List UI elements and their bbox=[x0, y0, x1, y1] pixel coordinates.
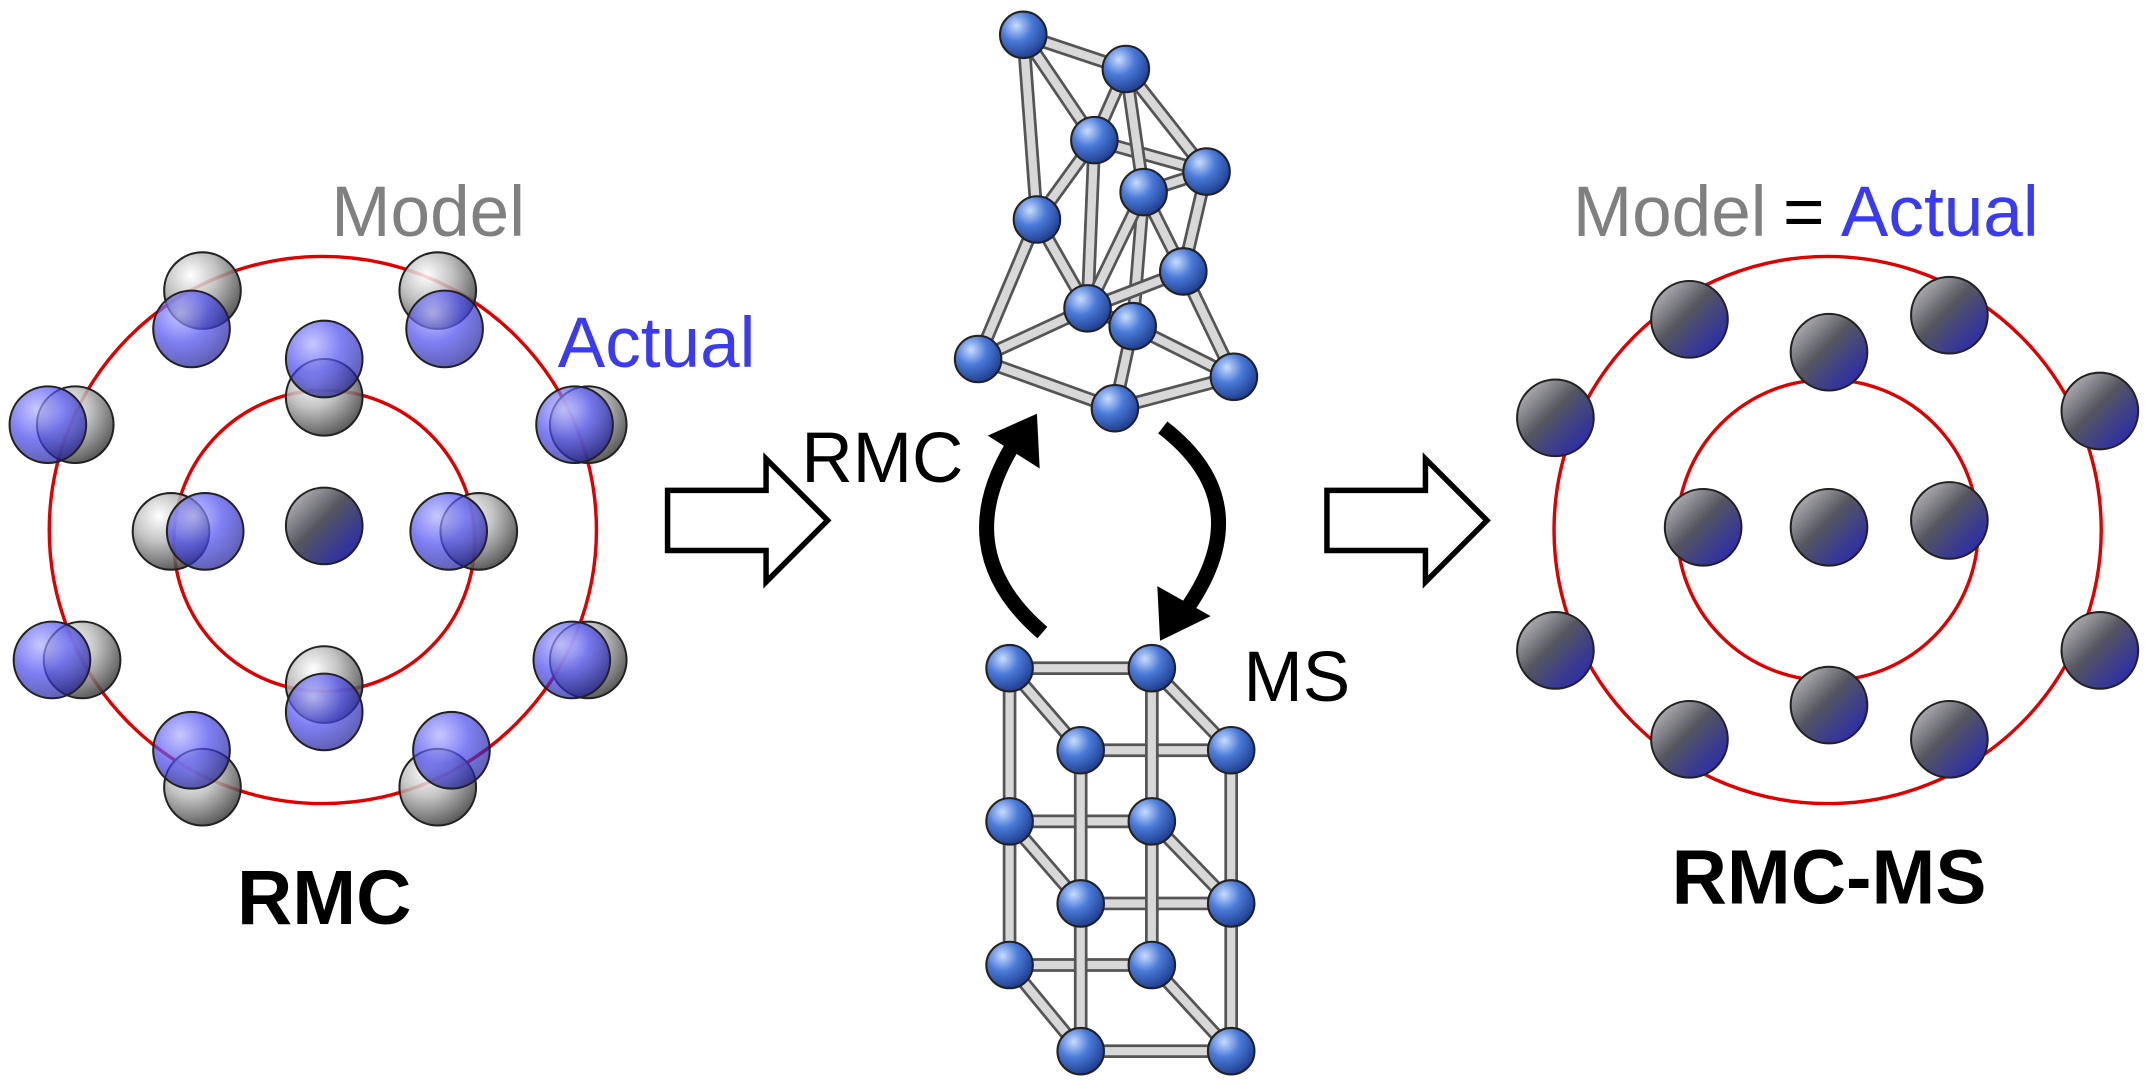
lattice-atom bbox=[1127, 940, 1177, 990]
bond-highlight bbox=[974, 215, 1042, 364]
actual-atom bbox=[165, 492, 245, 571]
lattice-atom bbox=[1070, 115, 1119, 165]
lattice-atom bbox=[1056, 879, 1105, 928]
middle-panel: RMC MS bbox=[801, 10, 1351, 1076]
model-label: Model bbox=[1573, 173, 1767, 252]
lattice-atom bbox=[1056, 725, 1105, 775]
lattice-atom bbox=[1012, 195, 1062, 244]
atom-pairs bbox=[8, 251, 628, 827]
actual-atom bbox=[8, 385, 88, 464]
ms-step-label: MS bbox=[1244, 638, 1351, 717]
equals-sign: = bbox=[1783, 173, 1825, 252]
actual-atom bbox=[284, 319, 364, 399]
atom bbox=[1650, 280, 1729, 359]
atom bbox=[1789, 487, 1869, 567]
center-atom bbox=[284, 486, 364, 566]
atom bbox=[2060, 611, 2140, 690]
right-arrow-icon bbox=[664, 452, 832, 589]
lattice-atom bbox=[985, 940, 1034, 990]
outer-shell-circle bbox=[47, 254, 599, 806]
lattice-atom bbox=[1206, 1026, 1256, 1076]
lattice-atom bbox=[953, 334, 1003, 384]
atom bbox=[1910, 699, 1989, 779]
disordered-structure bbox=[953, 10, 1259, 433]
atom bbox=[1516, 378, 1595, 458]
outer-shell-circle bbox=[1552, 254, 2103, 806]
atom bbox=[1789, 665, 1869, 745]
left-panel: Model Actual RMC bbox=[8, 173, 756, 941]
atom bbox=[1650, 699, 1729, 779]
lattice-atom bbox=[1108, 301, 1157, 351]
model-label: Model bbox=[331, 173, 525, 252]
actual-atom bbox=[412, 710, 491, 790]
lattice-atom bbox=[1101, 44, 1151, 94]
cycle-arrow-icon bbox=[979, 413, 1227, 641]
atom bbox=[1789, 312, 1869, 392]
bond-highlight bbox=[1083, 136, 1099, 313]
lattice-atom bbox=[1119, 167, 1168, 217]
actual-atom bbox=[12, 620, 92, 700]
atom bbox=[1910, 275, 1989, 355]
model-equals-actual-label: Model=Actual bbox=[1573, 173, 2039, 252]
actual-label: Actual bbox=[558, 304, 756, 383]
actual-atom bbox=[535, 385, 614, 464]
lattice-atom bbox=[985, 797, 1034, 846]
actual-atom bbox=[152, 289, 231, 369]
atom bbox=[2060, 371, 2140, 451]
lattice-atom bbox=[1206, 879, 1256, 928]
actual-atom bbox=[409, 492, 489, 571]
actual-atom bbox=[405, 289, 484, 369]
lattice-atom bbox=[998, 10, 1048, 60]
lattice-atom bbox=[1182, 147, 1231, 196]
rmc-step-label: RMC bbox=[801, 419, 963, 498]
matched-atoms bbox=[1516, 275, 2140, 779]
lattice-atom bbox=[1127, 643, 1177, 693]
crystalline-structure bbox=[985, 643, 1256, 1076]
bond-highlight bbox=[1019, 30, 1042, 224]
lattice-atom bbox=[1063, 284, 1112, 333]
lattice-atom bbox=[985, 643, 1034, 693]
right-arrow-icon bbox=[1324, 452, 1491, 589]
lattice-atom bbox=[1056, 1026, 1105, 1076]
atom bbox=[1910, 481, 1989, 560]
actual-atom bbox=[152, 710, 231, 790]
actual-atom bbox=[532, 620, 612, 700]
panel-title-rmc: RMC bbox=[237, 856, 411, 941]
right-panel: Model=Actual RMC-MS bbox=[1516, 173, 2140, 920]
lattice-atom bbox=[1090, 383, 1140, 433]
actual-label: Actual bbox=[1841, 173, 2039, 252]
lattice-atom bbox=[1206, 725, 1256, 775]
lattice-atom bbox=[1127, 797, 1177, 846]
actual-atom bbox=[284, 672, 364, 752]
atom bbox=[1516, 611, 1595, 690]
lattice-atom bbox=[1159, 247, 1208, 296]
lattice-atom bbox=[1209, 352, 1259, 402]
panel-title-rmc-ms: RMC-MS bbox=[1672, 835, 1987, 920]
atom bbox=[1663, 487, 1743, 567]
